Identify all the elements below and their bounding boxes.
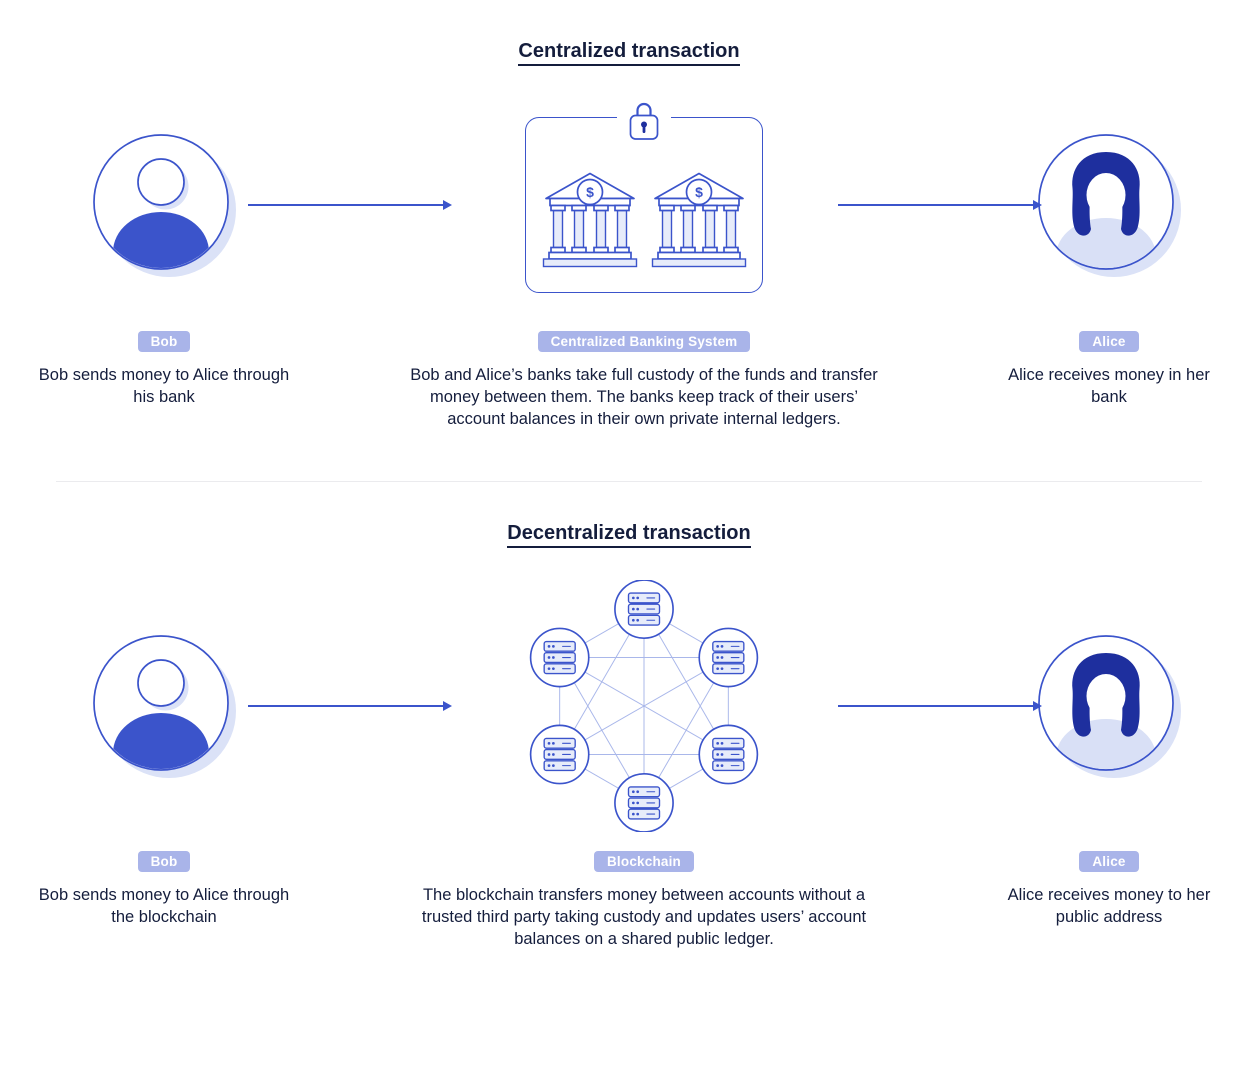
sender-graphic — [34, 95, 294, 315]
hub-column: Blockchain The blockchain transfers mone… — [404, 577, 884, 951]
server-stack-icon — [543, 737, 576, 771]
bank-icon: $ — [542, 172, 637, 268]
receiver-graphic — [994, 577, 1224, 835]
flow-arrow — [248, 95, 450, 315]
server-network-icon — [529, 579, 759, 832]
right-arrow-icon — [838, 704, 1040, 707]
server-node — [529, 724, 590, 785]
server-node — [529, 627, 590, 688]
server-stack-icon — [543, 640, 576, 675]
bank-columns — [658, 204, 739, 254]
bank-columns — [549, 204, 630, 254]
sender-badge: Bob — [137, 331, 191, 352]
section-title: Decentralized transaction — [0, 521, 1258, 548]
server-stack-icon — [712, 737, 745, 771]
receiver-graphic — [994, 95, 1224, 315]
hub-badge: Blockchain — [593, 850, 695, 872]
receiver-badge: Alice — [1079, 331, 1139, 352]
hub-graphic — [404, 577, 884, 835]
sender-column: Bob Bob sends money to Alice through the… — [34, 577, 294, 929]
section-title: Centralized transaction — [0, 40, 1258, 66]
receiver-caption: Alice receives money to her public addre… — [1007, 885, 1211, 926]
server-node — [698, 627, 759, 688]
hub-caption: The blockchain transfers money between a… — [421, 885, 867, 948]
sender-column: Bob Bob sends money to Alice through his… — [34, 95, 294, 409]
woman-avatar-icon — [1038, 634, 1181, 778]
decentralized-diagram-row: Bob Bob sends money to Alice through the… — [0, 577, 1258, 951]
server-node — [614, 579, 674, 639]
receiver-caption: Alice receives money in her bank — [1008, 366, 1210, 406]
receiver-badge: Alice — [1079, 850, 1139, 872]
server-stack-icon — [627, 592, 661, 626]
right-arrow-icon — [838, 204, 1040, 206]
lock-wrap — [617, 95, 671, 141]
hub-graphic: $ — [404, 95, 884, 315]
section-title-text: Centralized transaction — [518, 40, 740, 66]
person-avatar-icon — [93, 134, 236, 277]
dollar-icon: $ — [586, 184, 594, 200]
flow-arrow — [248, 577, 450, 835]
receiver-column: Alice Alice receives money in her bank — [994, 95, 1224, 409]
woman-avatar-icon — [1038, 134, 1181, 277]
hub-column: $ — [404, 95, 884, 431]
sender-badge: Bob — [137, 850, 191, 872]
sender-caption: Bob sends money to Alice through the blo… — [38, 885, 290, 926]
server-node — [614, 772, 674, 832]
section-title-text: Decentralized transaction — [507, 521, 751, 548]
flow-arrow — [838, 95, 1040, 315]
hub-badge: Centralized Banking System — [537, 331, 751, 352]
flow-arrow — [838, 577, 1040, 835]
centralized-diagram-row: Bob Bob sends money to Alice through his… — [0, 95, 1258, 431]
right-arrow-icon — [248, 704, 450, 707]
server-stack-icon — [627, 786, 661, 820]
padlock-icon — [629, 102, 659, 140]
person-avatar-icon — [93, 634, 236, 778]
receiver-column: Alice Alice receives money to her public… — [994, 577, 1224, 929]
hub-caption: Bob and Alice’s banks take full custody … — [410, 366, 878, 428]
banking-system-card: $ — [525, 95, 763, 293]
section-divider — [56, 480, 1202, 482]
dollar-icon: $ — [695, 184, 703, 200]
server-node — [698, 724, 759, 785]
bank-icon: $ — [651, 172, 746, 268]
server-stack-icon — [712, 640, 745, 675]
centralized-section: Centralized transaction B — [0, 0, 1258, 431]
sender-graphic — [34, 577, 294, 835]
sender-caption: Bob sends money to Alice through his ban… — [38, 366, 290, 406]
decentralized-section: Decentralized transaction — [0, 482, 1258, 951]
right-arrow-icon — [248, 204, 450, 206]
